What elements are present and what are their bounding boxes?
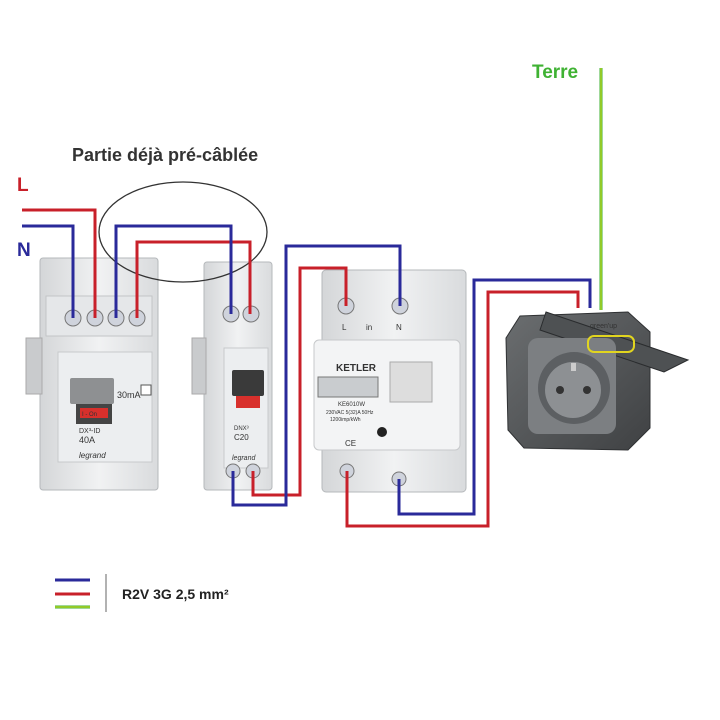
wire-phase-prewired [135, 240, 252, 318]
meter-display [317, 376, 379, 398]
wire-neutral-prewired [114, 224, 233, 318]
rcd-device: I - On 30mA DX³-ID 40A legrand [25, 257, 159, 491]
prewired-note: Partie déjà pré-câblée [72, 145, 259, 165]
wire-phase-to-socket [345, 290, 580, 528]
neutral-label: N [17, 240, 31, 261]
rcd-model: DX³-ID [79, 428, 100, 435]
rcd-button-text: I - On [82, 412, 97, 418]
outdoor-socket: green'up [505, 311, 690, 451]
meter-terminal-N: N [396, 323, 402, 332]
socket-face [545, 362, 601, 418]
breaker-device: DNX³ C20 legrand [191, 261, 273, 491]
prewired-ellipse [98, 181, 268, 283]
earth-label: Terre [532, 62, 579, 83]
breaker-indicator [236, 396, 260, 408]
socket-logo-text: green'up [590, 323, 617, 330]
breaker-brand: legrand [232, 455, 256, 462]
meter-ce-mark: CE [345, 439, 356, 448]
wire-neutral-to-meter [231, 244, 402, 507]
car-logo-icon [587, 335, 635, 353]
wire-neutral-in [22, 224, 75, 318]
breaker-rating: C20 [234, 433, 249, 442]
rcd-test-button[interactable] [140, 384, 152, 396]
rcd-on-indicator [80, 408, 108, 418]
breaker-model: DNX³ [234, 426, 249, 432]
earth-pin [571, 363, 576, 371]
cable-legend [55, 574, 107, 612]
energy-meter: L in N KETLER KE6010W 230VAC 5(32)A 50Hz… [313, 269, 467, 493]
meter-model: KE6010W [338, 402, 365, 408]
wire-phase-to-meter [251, 266, 348, 497]
meter-qr [389, 361, 433, 403]
rcd-brand: legrand [79, 451, 106, 460]
meter-spec-2: 1200imp/kWh [330, 417, 361, 423]
wire-phase-in [22, 208, 97, 318]
cable-spec: R2V 3G 2,5 mm² [122, 586, 229, 602]
meter-terminal-in: in [366, 323, 372, 332]
socket-pin-hole [583, 386, 591, 394]
meter-brand: KETLER [336, 363, 377, 374]
rcd-rating: 40A [79, 435, 95, 445]
rcd-handle[interactable] [70, 378, 114, 404]
meter-led [377, 427, 387, 437]
wire-neutral-to-socket [397, 278, 592, 516]
meter-spec-1: 230VAC 5(32)A 50Hz [326, 410, 374, 416]
meter-terminal-L: L [342, 323, 347, 332]
socket-pin-hole [556, 386, 564, 394]
rcd-sensitivity: 30mA [117, 390, 141, 400]
breaker-handle[interactable] [232, 370, 264, 396]
phase-label: L [17, 175, 29, 196]
